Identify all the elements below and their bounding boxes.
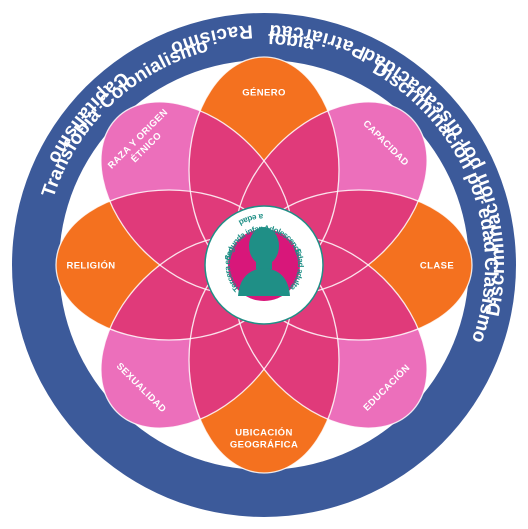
person-silhouette-icon bbox=[238, 227, 290, 296]
petal-label: CLASE bbox=[420, 261, 454, 272]
petal-label: RELIGIÓN bbox=[66, 260, 115, 272]
petal-label: GÉNERO bbox=[242, 88, 286, 99]
